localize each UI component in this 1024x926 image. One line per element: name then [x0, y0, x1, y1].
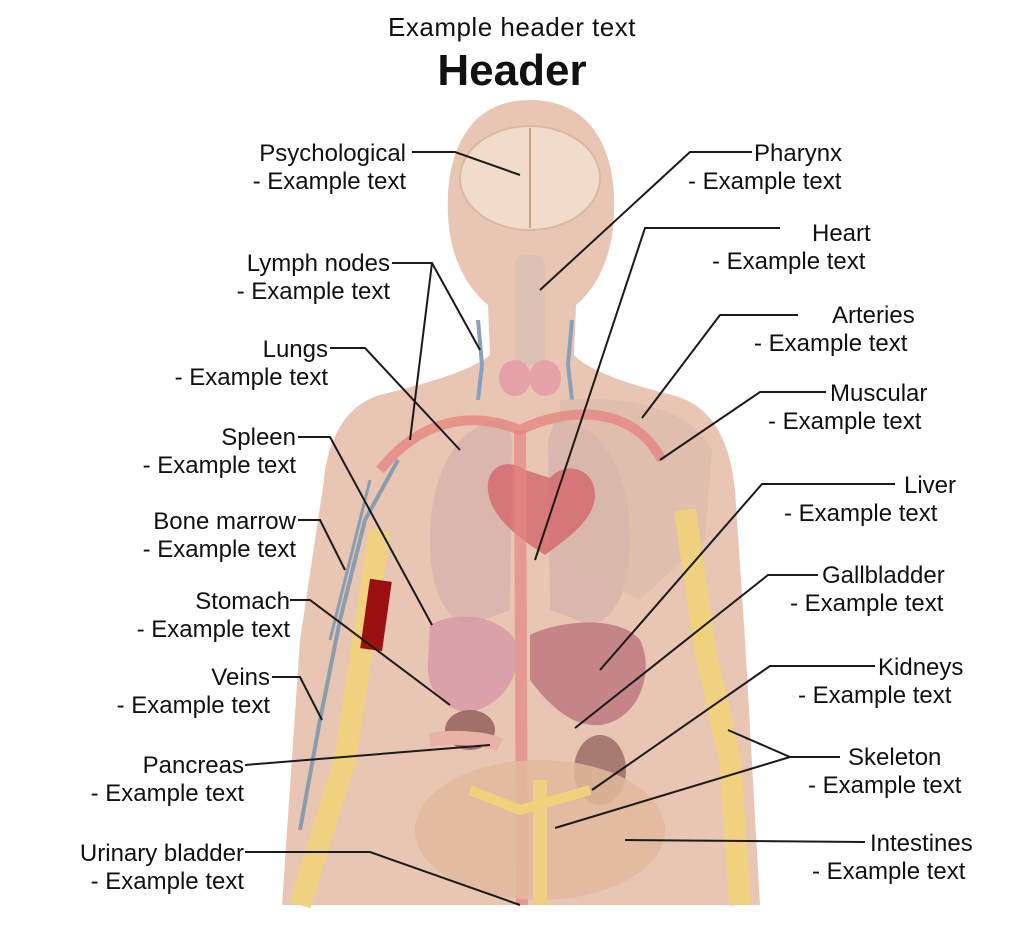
label-name: Intestines	[870, 830, 973, 857]
label-stomach: Stomach - Example text	[137, 588, 290, 644]
label-text: - Example text	[808, 772, 962, 799]
label-text: - Example text	[236, 278, 390, 305]
label-text: - Example text	[712, 248, 866, 275]
label-name: Arteries	[832, 302, 915, 329]
label-text: - Example text	[116, 692, 270, 719]
arteries	[376, 409, 667, 474]
label-psychological: Psychological - Example text	[253, 140, 406, 196]
label-text: - Example text	[768, 408, 922, 435]
label-name: Spleen	[221, 424, 296, 451]
bone-marrow	[360, 578, 392, 652]
label-text: - Example text	[90, 868, 244, 895]
label-bone-marrow: Bone marrow - Example text	[143, 508, 296, 564]
label-name: Skeleton	[848, 744, 942, 771]
label-pharynx: Pharynx - Example text	[688, 140, 842, 196]
label-pancreas: Pancreas - Example text	[91, 752, 244, 808]
label-lungs: Lungs - Example text	[175, 336, 328, 392]
label-heart: Heart - Example text	[712, 220, 871, 276]
label-text: - Example text	[90, 780, 244, 807]
label-veins: Veins - Example text	[117, 664, 270, 720]
label-muscular: Muscular - Example text	[768, 380, 927, 436]
label-text: - Example text	[142, 452, 296, 479]
label-text: - Example text	[754, 330, 908, 357]
label-name: Veins	[211, 664, 270, 691]
label-skeleton: Skeleton - Example text	[808, 744, 961, 800]
label-spleen: Spleen - Example text	[143, 424, 296, 480]
label-arteries: Arteries - Example text	[754, 302, 915, 358]
label-name: Kidneys	[878, 654, 964, 681]
label-text: - Example text	[784, 500, 938, 527]
label-name: Lymph nodes	[246, 250, 390, 277]
label-name: Gallbladder	[822, 562, 945, 589]
label-text: - Example text	[812, 858, 966, 885]
label-text: - Example text	[688, 168, 842, 195]
label-gallbladder: Gallbladder - Example text	[790, 562, 945, 618]
label-text: - Example text	[252, 168, 406, 195]
veins	[298, 459, 400, 831]
label-text: - Example text	[174, 364, 328, 391]
label-intestines: Intestines - Example text	[812, 830, 973, 886]
label-kidneys: Kidneys - Example text	[798, 654, 963, 710]
label-name: Lungs	[262, 336, 328, 363]
label-name: Bone marrow	[153, 508, 296, 535]
label-name: Urinary bladder	[79, 840, 244, 867]
label-name: Muscular	[830, 380, 928, 407]
liver	[530, 622, 646, 726]
label-name: Pancreas	[142, 752, 244, 779]
label-text: - Example text	[136, 616, 290, 643]
label-text: - Example text	[790, 590, 944, 617]
label-text: - Example text	[798, 682, 952, 709]
lungs	[430, 420, 512, 625]
label-name: Heart	[812, 220, 871, 247]
label-liver: Liver - Example text	[784, 472, 956, 528]
trachea	[515, 255, 545, 365]
label-urinary-bladder: Urinary bladder - Example text	[80, 840, 244, 896]
leader-lines	[244, 151, 895, 906]
header-title: Header	[437, 46, 587, 95]
label-name: Psychological	[259, 140, 406, 167]
label-name: Liver	[904, 472, 957, 499]
label-name: Pharynx	[754, 140, 843, 167]
stomach	[427, 616, 518, 712]
header-subtitle: Example header text	[388, 12, 636, 42]
label-lymph-nodes: Lymph nodes - Example text	[237, 250, 390, 306]
label-name: Stomach	[195, 588, 290, 615]
pancreas	[428, 730, 504, 752]
label-text: - Example text	[142, 536, 296, 563]
